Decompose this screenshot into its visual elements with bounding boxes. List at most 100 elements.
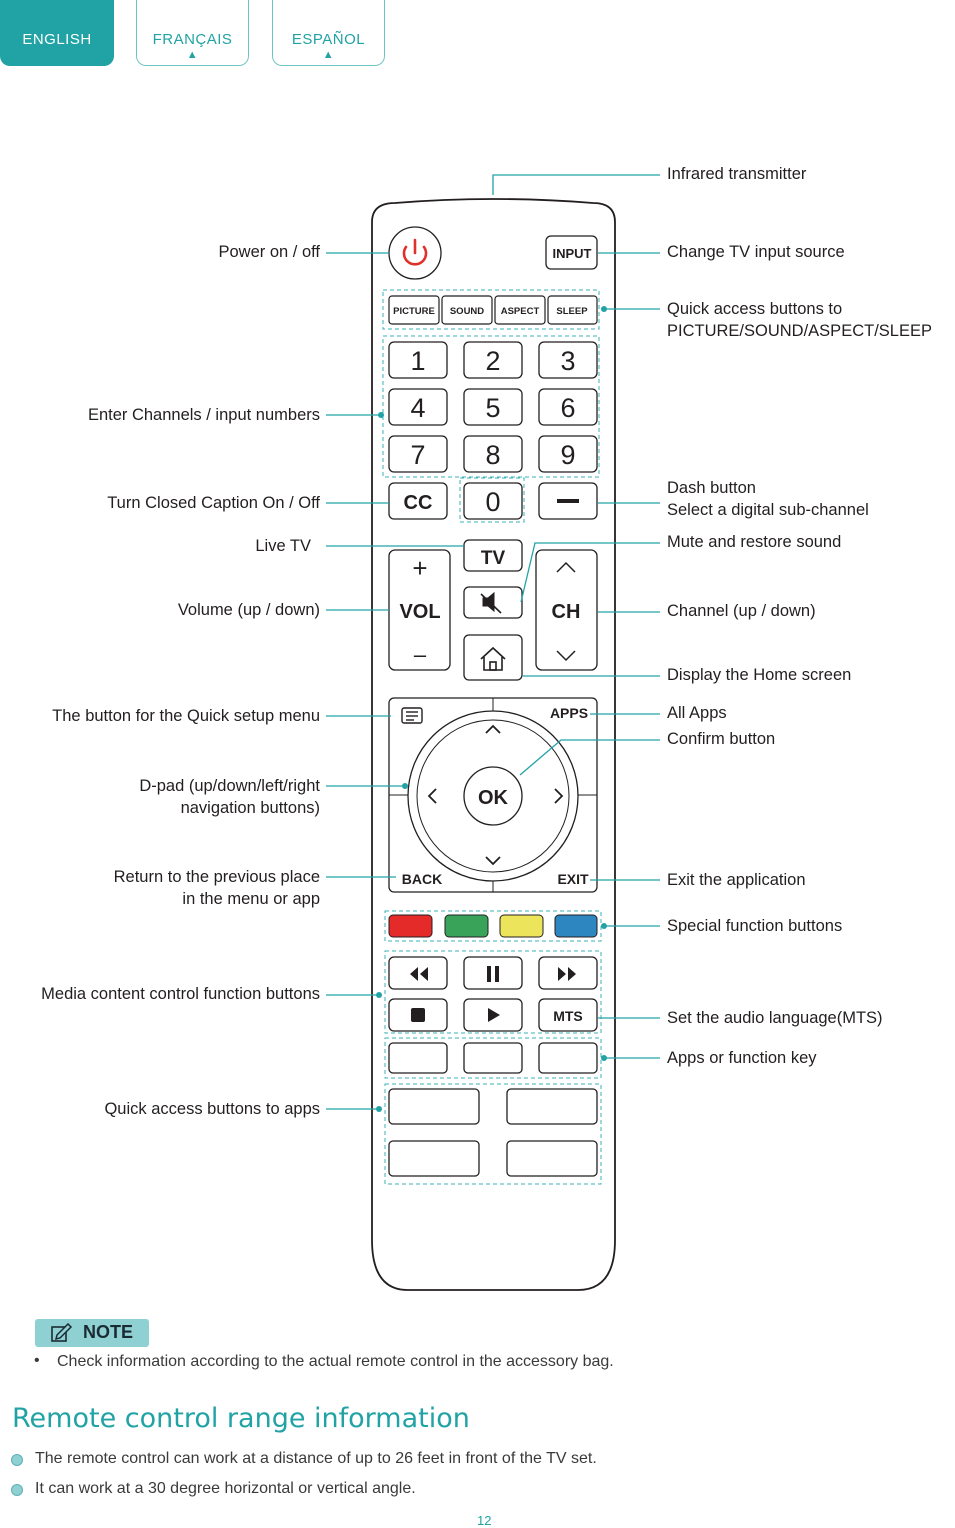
digit-9-label: 9 (560, 440, 575, 470)
digit-5-button (463, 388, 523, 426)
mute-icon (480, 591, 502, 614)
input-button (545, 235, 598, 270)
ok-button (463, 766, 523, 826)
home-button (463, 634, 523, 681)
digit-8-button (463, 435, 523, 473)
channel-down-icon (556, 650, 576, 662)
aspect-button (494, 295, 546, 325)
tab-francais[interactable]: FRANÇAIS ▲ (136, 0, 249, 66)
tab-english[interactable]: ENGLISH (0, 0, 114, 66)
edit-note-icon (51, 1323, 73, 1342)
dpad-right-icon (554, 788, 564, 804)
label-audio-language: Set the audio language(MTS) (667, 1009, 883, 1027)
stop-icon (411, 1008, 425, 1022)
range-item-2: It can work at a 30 degree horizontal or… (35, 1480, 416, 1497)
digit-5-label: 5 (485, 393, 500, 423)
bullet-dot-icon (11, 1454, 23, 1466)
zero-group-box (459, 477, 525, 523)
mts-button (538, 998, 598, 1032)
label-channel: Channel (up / down) (667, 602, 816, 620)
label-confirm: Confirm button (667, 730, 776, 748)
label-exit: Exit the application (667, 871, 806, 889)
up-arrow-icon: ▲ (322, 49, 335, 61)
cc-button (388, 482, 448, 520)
label-input-source: Change TV input source (667, 243, 845, 261)
label-dpad-1: D-pad (up/down/left/right (139, 777, 320, 795)
label-dash-2: Select a digital sub-channel (667, 501, 869, 519)
channel-rocker (535, 549, 598, 671)
label-dpad-2: navigation buttons) (180, 799, 320, 817)
appkey-group-box (384, 1037, 602, 1079)
function-key-2 (463, 1042, 523, 1074)
power-button (388, 226, 442, 280)
yellow-key (499, 914, 544, 938)
label-dash-1: Dash button (667, 479, 756, 497)
picture-button (388, 295, 440, 325)
remote-body (371, 198, 616, 1291)
vol-label: VOL (399, 601, 440, 623)
range-item-1: The remote control can work at a distanc… (35, 1450, 597, 1467)
label-quick-apps: Quick access buttons to apps (104, 1100, 320, 1118)
note-badge: NOTE (35, 1319, 149, 1347)
callout-dots (376, 306, 607, 1112)
digit-6-button (538, 388, 598, 426)
digit-9-button (538, 435, 598, 473)
sound-button (441, 295, 493, 325)
exit-label: EXIT (557, 871, 589, 887)
rewind-icon (410, 967, 428, 981)
tab-english-label: ENGLISH (22, 31, 92, 48)
quickapps-group-box (384, 1083, 602, 1185)
label-live-tv: Live TV (255, 537, 311, 555)
number-group-box (382, 335, 600, 478)
label-apps-key: Apps or function key (667, 1049, 817, 1067)
quick-setup-menu-icon (401, 707, 423, 724)
picture-label: PICTURE (393, 306, 435, 317)
media-group-box (384, 950, 602, 1034)
tab-francais-label: FRANÇAIS (152, 31, 233, 48)
quick-app-key-2 (506, 1088, 598, 1125)
label-mute: Mute and restore sound (667, 533, 842, 551)
digit-2-label: 2 (485, 346, 500, 376)
pause-button (463, 956, 523, 990)
digit-3-button (538, 341, 598, 379)
ch-label: CH (552, 601, 581, 623)
tv-label: TV (481, 548, 506, 569)
input-label: INPUT (553, 246, 592, 261)
quick-app-key-3 (388, 1140, 480, 1177)
tab-espanol[interactable]: ESPAÑOL ▲ (272, 0, 385, 66)
digit-1-label: 1 (410, 346, 425, 376)
volume-down-label: – (414, 642, 427, 667)
green-key (444, 914, 489, 938)
digit-6-label: 6 (560, 393, 575, 423)
note-label: NOTE (83, 1322, 134, 1342)
digit-0-button (463, 482, 523, 520)
digit-7-button (388, 435, 448, 473)
digit-3-label: 3 (560, 346, 575, 376)
apps-label: APPS (550, 705, 588, 721)
range-heading: Remote control range information (12, 1403, 470, 1434)
home-icon (480, 646, 506, 671)
label-home: Display the Home screen (667, 666, 852, 684)
function-key-1 (388, 1042, 448, 1074)
volume-up-label: + (412, 553, 427, 583)
dpad-down-icon (485, 856, 501, 866)
dpad-left-icon (427, 788, 437, 804)
dpad-up-icon (485, 724, 501, 734)
tv-button (463, 539, 523, 572)
aspect-label: ASPECT (501, 306, 540, 317)
blue-key (554, 914, 598, 938)
play-icon (488, 1008, 500, 1022)
function-key-3 (538, 1042, 598, 1074)
remote-diagram: INPUT PICTURE SOUND ASPECT SLEEP 1 2 3 4… (326, 174, 660, 1291)
callout-lines (326, 174, 660, 1110)
label-return-2: in the menu or app (182, 890, 320, 908)
label-quick-access-2: PICTURE/SOUND/ASPECT/SLEEP (667, 322, 932, 340)
label-quick-access-1: Quick access buttons to (667, 300, 843, 318)
quick-app-key-1 (388, 1088, 480, 1125)
digit-8-label: 8 (485, 440, 500, 470)
label-power: Power on / off (218, 243, 320, 261)
label-special: Special function buttons (667, 917, 843, 935)
back-label: BACK (402, 871, 442, 887)
tab-espanol-label: ESPAÑOL (291, 31, 366, 48)
note-text: Check information according to the actua… (57, 1353, 614, 1370)
